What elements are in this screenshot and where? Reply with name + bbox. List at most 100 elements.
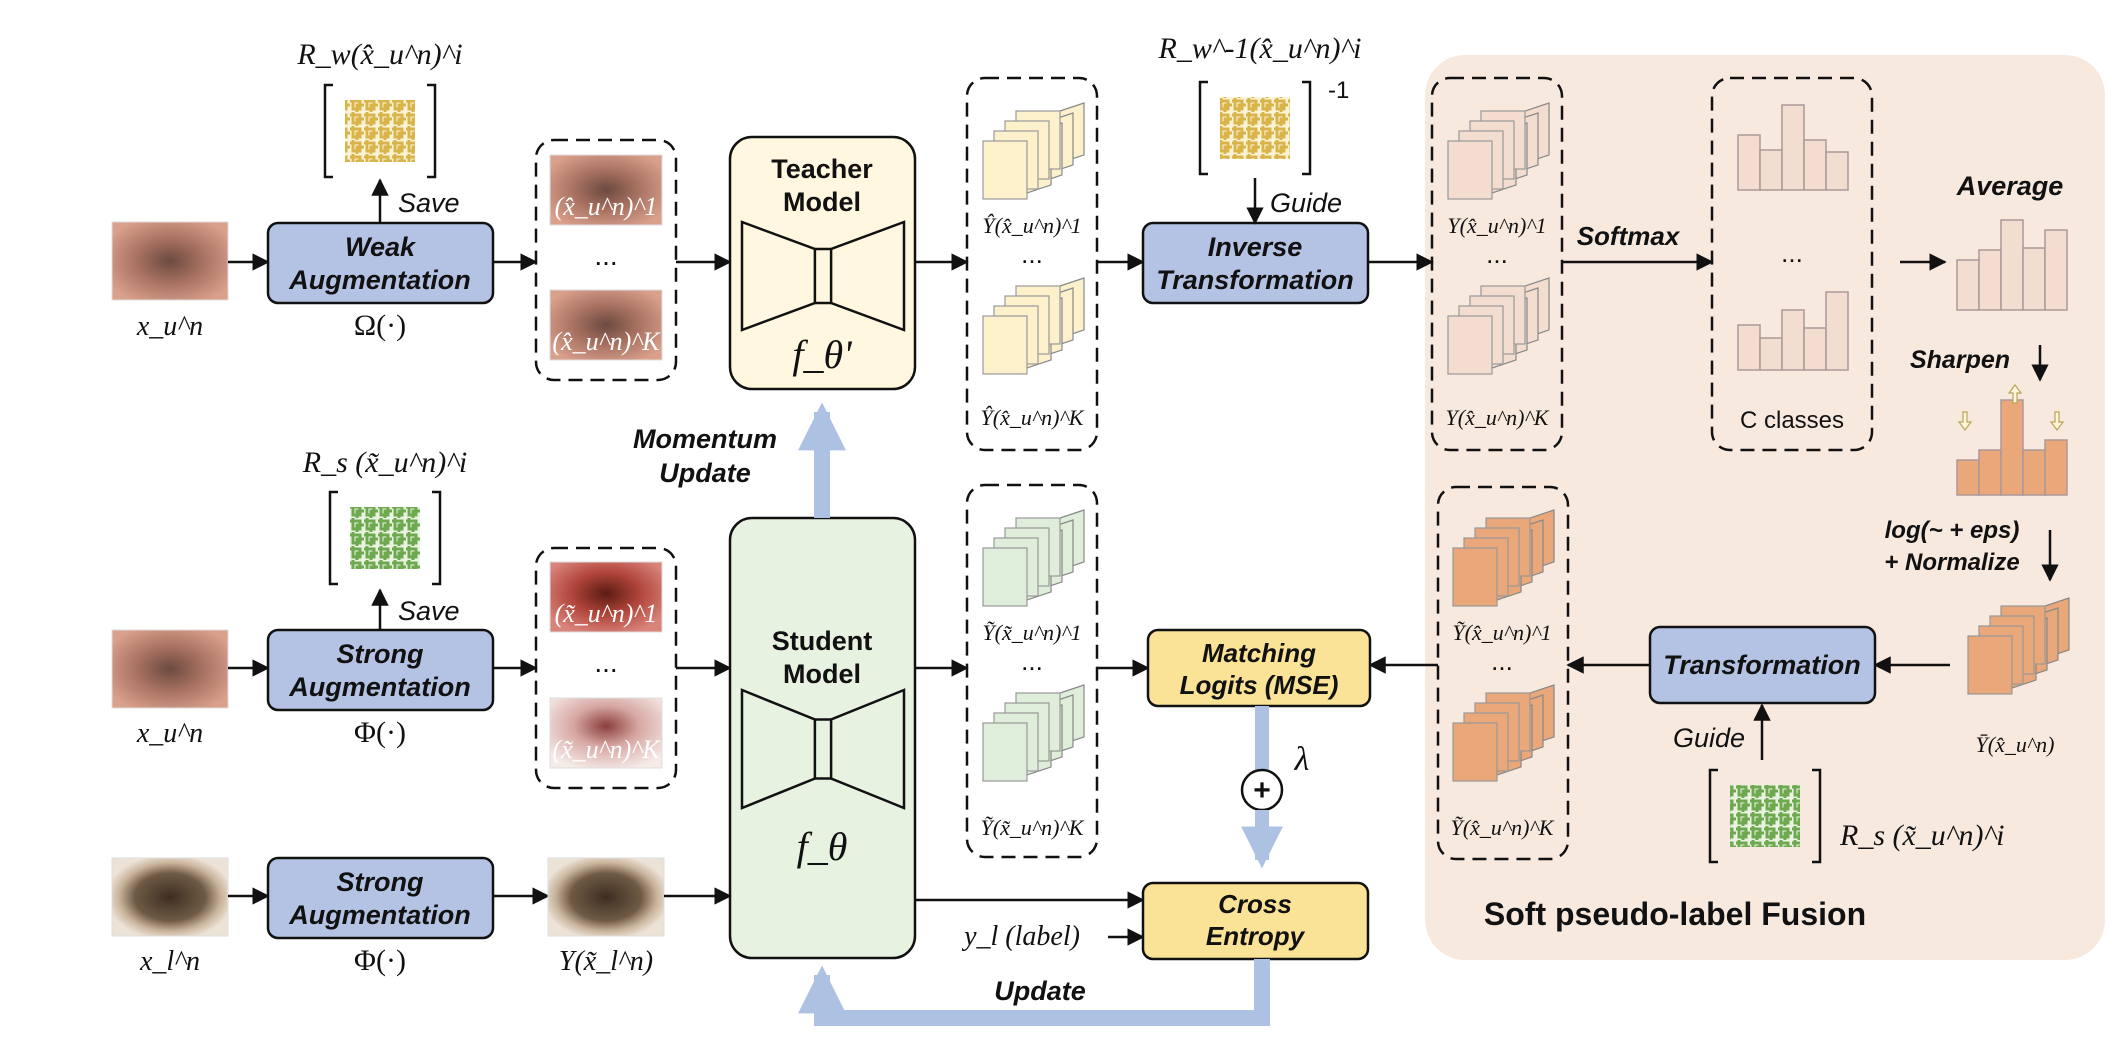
fusion-y-group (1430, 76, 1564, 452)
green-knot-icon (350, 507, 420, 569)
histogram-bar (1803, 327, 1827, 371)
histogram-bar (1825, 291, 1849, 371)
strong-aug-mid-func: Φ(·) (354, 716, 406, 749)
view-image-top-K (549, 289, 663, 361)
fusion-title: Soft pseudo-label Fusion (1484, 896, 1866, 932)
teacher-func: f_θ' (792, 332, 853, 377)
up-arrow-icon (2007, 384, 2023, 404)
fusion-ty-group (1436, 485, 1570, 861)
view-label-mid-K: (x̃_u^n)^K (552, 735, 661, 764)
momentum-line2: Update (659, 458, 751, 488)
sheet-face (1447, 315, 1493, 375)
histogram-bar (2022, 449, 2046, 496)
sheet-face (1447, 140, 1493, 200)
histogram-bar (1737, 134, 1761, 191)
classes-label: C classes (1740, 407, 1844, 434)
student-line2: Model (783, 659, 861, 689)
average-histogram (1956, 219, 2068, 311)
dots-top-preds: ... (1021, 239, 1043, 269)
fusion-dots-2: ... (1781, 238, 1803, 268)
fusion-dots-3: ... (1491, 646, 1513, 676)
inverse-line2: Transformation (1156, 265, 1354, 295)
average-label: Average (1956, 171, 2064, 201)
skin-image (111, 857, 229, 937)
sheet-face (1967, 635, 2013, 695)
histogram-bar (2000, 219, 2024, 311)
input-label-bot: x_l^n (139, 946, 200, 977)
guide-label-top: Guide (1270, 188, 1342, 218)
labeled-output-label: Y(x̃_l^n) (559, 946, 653, 977)
dots-top-views: ... (594, 240, 617, 271)
input-label-top: x_u^n (136, 311, 203, 342)
teacher-preds-group (965, 76, 1099, 452)
student-preds-group (965, 483, 1099, 859)
skin-image (549, 561, 663, 633)
teacher-line2: Model (783, 187, 861, 217)
ybar-label: Ȳ(x̂_u^n) (1976, 732, 2055, 757)
skin-image (549, 697, 663, 769)
sheet-face (982, 722, 1028, 782)
histogram-2 (1737, 291, 1849, 371)
matching-line1: Matching (1202, 638, 1316, 668)
cross-line2: Entropy (1206, 921, 1306, 951)
classes-group (1710, 76, 1874, 452)
skin-image (547, 857, 665, 937)
bracket-rw (323, 83, 437, 179)
view-image-mid-1 (549, 561, 663, 633)
tilde-stack-1 (1452, 509, 1555, 607)
view-image-top-1 (549, 154, 663, 226)
input-label-mid: x_u^n (136, 718, 203, 749)
softmax-label: Softmax (1577, 221, 1681, 251)
skin-image (549, 289, 663, 361)
log-eps-label: log(~ + eps) (1885, 517, 2020, 544)
pred-label-mid-1: Ỹ(x̃_u^n)^1 (982, 620, 1081, 645)
gold-knot-icon (345, 100, 415, 162)
plus-sign: + (1253, 774, 1271, 807)
fusion-yK-label: Y(x̂_u^n)^K (1446, 405, 1550, 430)
sharpened-histogram (1956, 399, 2068, 496)
save-label-top: Save (398, 188, 460, 218)
histogram-bar (1759, 337, 1783, 371)
student-func: f_θ (797, 824, 848, 869)
histogram-bar (1737, 324, 1761, 371)
sharpen-label: Sharpen (1910, 346, 2010, 374)
dots-mid-views: ... (594, 647, 617, 678)
strong-aug-bot-line2: Augmentation (288, 900, 471, 930)
sheet-face (982, 140, 1028, 200)
weak-aug-line1: Weak (345, 232, 417, 262)
histogram-bar (2044, 439, 2068, 496)
pred-label-top-K: Ŷ(x̂_u^n)^K (981, 405, 1085, 430)
strong-aug-bot-line1: Strong (337, 867, 424, 897)
rw-label: R_w(x̂_u^n)^i (296, 38, 462, 71)
fusion-ty1-label: Ỹ(x̂_u^n)^1 (1452, 620, 1551, 645)
matching-line2: Logits (MSE) (1180, 670, 1339, 700)
sheet-face (982, 547, 1028, 607)
skin-image (111, 629, 229, 709)
dots-mid-preds: ... (1021, 646, 1043, 676)
pred-stack-top-1 (982, 102, 1085, 200)
view-label-top-1: (x̂_u^n)^1 (555, 192, 658, 221)
momentum-line1: Momentum (633, 424, 777, 454)
weak-aug-line2: Augmentation (288, 265, 471, 295)
guide-label-bottom: Guide (1673, 723, 1745, 753)
view-label-top-K: (x̂_u^n)^K (552, 327, 661, 356)
rw-inv-label: R_w^-1(x̂_u^n)^i (1158, 32, 1362, 65)
skin-image (111, 221, 229, 301)
fusion-dots-1: ... (1486, 239, 1508, 269)
strong-augmentation-box-bot (266, 856, 495, 940)
fusion-y1-label: Y(x̂_u^n)^1 (1447, 213, 1546, 238)
rs-fusion-label: R_s (x̃_u^n)^i (1839, 819, 2004, 852)
strong-aug-bot-func: Φ(·) (354, 944, 406, 977)
label-input-text: y_l (label) (961, 921, 1080, 952)
histogram-bar (1956, 259, 1980, 311)
save-label-mid: Save (398, 596, 460, 626)
view-image-mid-K (549, 697, 663, 769)
update-loop-arrow (798, 959, 1270, 1026)
pred-stack-mid-1 (982, 509, 1085, 607)
teacher-line1: Teacher (771, 154, 873, 184)
weak-aug-func: Ω(·) (354, 309, 406, 342)
histogram-bar (2022, 247, 2046, 311)
down-arrow-icon (1957, 411, 1973, 431)
histogram-1 (1737, 104, 1849, 191)
sheet-face (1452, 547, 1498, 607)
